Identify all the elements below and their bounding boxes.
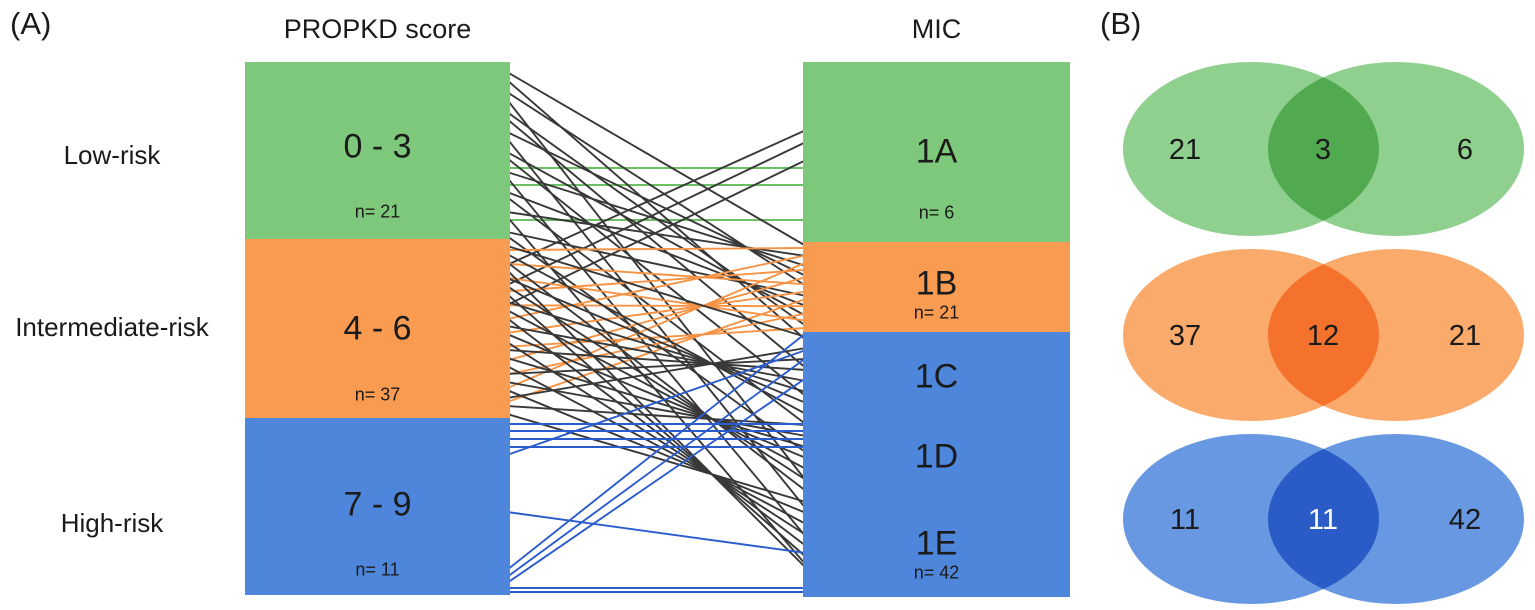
mic-segment-1cde: 1C 1D 1E n= 42: [803, 332, 1070, 597]
propkd-low-count: n= 21: [354, 201, 401, 222]
mic-1a-count: n= 6: [918, 202, 955, 223]
patient-link-line: [506, 129, 807, 266]
venn-diagrams: 21 3 6 37 12 21 11 11 42: [1123, 62, 1524, 604]
propkd-segment-high: 7 - 9 n= 11: [245, 418, 510, 595]
venn-high-risk: 11 11 42: [1123, 434, 1524, 604]
mic-1cde-count: n= 42: [913, 562, 960, 583]
patient-link-line: [506, 347, 807, 399]
patient-link-line: [506, 79, 807, 341]
patient-link-line: [506, 301, 807, 393]
mic-1b-count: n= 21: [913, 302, 960, 323]
patient-link-line: [506, 365, 807, 525]
patient-link-line: [506, 293, 807, 558]
patient-link-line: [506, 245, 807, 338]
mic-segment-1a: 1A n= 6: [803, 62, 1070, 242]
propkd-score-header: PROPKD score: [283, 14, 472, 44]
propkd-int-count: n= 37: [354, 384, 401, 405]
propkd-segment-low: 0 - 3 n= 21: [245, 62, 510, 239]
patient-link-line: [506, 511, 807, 554]
patient-link-line: [506, 304, 807, 308]
propkd-column: 0 - 3 n= 21 4 - 6 n= 37 7 - 9 n= 11: [245, 62, 510, 595]
mic-1d-label: 1D: [914, 437, 959, 476]
panel-a-label: (A): [10, 6, 52, 41]
patient-link-line: [506, 269, 807, 569]
patient-link-line: [506, 254, 807, 321]
row-label-low-risk: Low-risk: [63, 140, 161, 170]
patient-link-line: [506, 171, 807, 267]
venn3-center-count: 11: [1308, 504, 1338, 536]
patient-link-line: [506, 253, 807, 415]
patient-link-line: [506, 377, 807, 584]
patient-link-line: [506, 290, 807, 334]
patient-link-line: [506, 277, 807, 404]
venn2-center-count: 12: [1307, 320, 1339, 352]
patient-link-line: [506, 413, 807, 503]
patient-link-line: [506, 261, 807, 390]
patient-link-line: [506, 309, 807, 470]
mic-segment-1b: 1B n= 21: [803, 242, 1070, 332]
patient-link-line: [506, 298, 807, 403]
patient-link-line: [506, 276, 807, 322]
venn1-center-count: 3: [1315, 134, 1331, 166]
patient-link-line: [506, 262, 807, 286]
patient-link-line: [506, 327, 807, 348]
patient-link-line: [506, 381, 807, 437]
patient-link-line: [506, 131, 807, 277]
patient-link-line: [506, 71, 807, 247]
mic-1c-label: 1C: [914, 357, 959, 396]
venn2-right-count: 21: [1449, 320, 1481, 352]
propkd-int-range: 4 - 6: [343, 309, 412, 347]
patient-link-line: [506, 247, 807, 251]
propkd-high-range: 7 - 9: [343, 485, 412, 524]
patient-link-line: [506, 317, 807, 547]
patient-link-line: [506, 349, 807, 456]
patient-link-line: [506, 358, 807, 375]
patient-link-line: [506, 332, 807, 571]
mic-1b-label: 1B: [915, 264, 958, 303]
patient-link-line: [506, 276, 807, 362]
venn3-right-count: 42: [1449, 504, 1481, 536]
patient-link-line: [506, 261, 807, 492]
venn2-left-count: 37: [1169, 320, 1201, 352]
venn3-right-ellipse: [1268, 434, 1524, 604]
propkd-low-range: 0 - 3: [343, 127, 412, 166]
patient-link-line: [506, 268, 807, 293]
patient-link-line: [506, 405, 807, 426]
propkd-segment-intermediate: 4 - 6 n= 37: [245, 239, 510, 418]
panel-b-label: (B): [1100, 6, 1142, 41]
venn2-right-ellipse: [1268, 249, 1524, 421]
venn3-left-count: 11: [1170, 504, 1200, 536]
venn1-left-count: 21: [1169, 134, 1201, 166]
venn1-right-ellipse: [1268, 62, 1524, 236]
mic-header: MIC: [911, 14, 962, 44]
row-label-intermediate-risk: Intermediate-risk: [15, 312, 209, 342]
mic-1e-label: 1E: [915, 524, 958, 563]
mic-column: 1A n= 6 1B n= 21 1C 1D 1E n= 42: [803, 62, 1070, 597]
patient-link-line: [506, 91, 807, 287]
row-label-high-risk: High-risk: [60, 508, 164, 538]
venn-low-risk: 21 3 6: [1123, 62, 1524, 236]
venn-intermediate-risk: 37 12 21: [1123, 249, 1524, 421]
patient-link-line: [506, 357, 807, 578]
patient-link-line: [506, 176, 807, 538]
patient-link-line: [506, 118, 807, 369]
venn1-right-count: 6: [1457, 134, 1473, 166]
mic-1a-label: 1A: [915, 132, 958, 171]
patient-link-line: [506, 333, 807, 459]
patient-link-line: [506, 312, 807, 376]
propkd-high-count: n= 11: [355, 559, 400, 580]
